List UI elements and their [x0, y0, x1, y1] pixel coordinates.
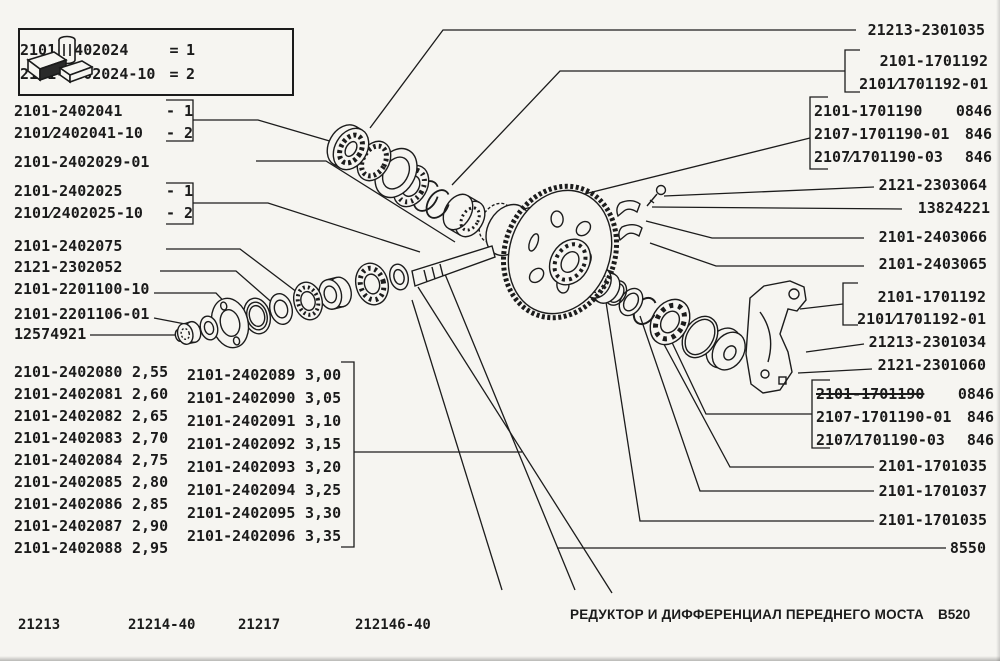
part-label: 2121-2301060	[877, 356, 986, 374]
part-label: 2121-2302052	[14, 258, 123, 276]
model-code: 21217	[238, 617, 281, 633]
page-title: РЕДУКТОР И ДИФФЕРЕНЦИАЛ ПЕРЕДНЕГО МОСТА	[570, 607, 924, 622]
part-label: 2101⁄1701192-01	[857, 310, 986, 328]
leader-lines	[90, 29, 946, 594]
bearing-cap	[326, 124, 370, 171]
part-label: 2121-2303064	[878, 176, 987, 194]
part-label: 2101⁄2402041-10- 2	[14, 124, 194, 142]
part-label: 2101-1701192	[879, 52, 988, 70]
bracket-right-2	[842, 282, 858, 326]
legend-box: 2101-2402024 = 1 2101-2402024-10 = 2	[18, 28, 294, 96]
parts-package-icon	[26, 35, 94, 84]
quantity: 2	[186, 65, 196, 83]
oil-seal	[705, 327, 746, 371]
pinion-roller-bearing-inner	[354, 262, 390, 306]
equals-sign: =	[169, 65, 179, 83]
pinion-roller-bearing-outer	[292, 281, 324, 321]
quantity: 1	[186, 41, 196, 59]
bracket-shim-table	[341, 361, 355, 548]
gasket-ring	[681, 315, 719, 359]
pinion-nut	[174, 320, 202, 345]
spring-clip-2	[618, 224, 643, 242]
part-label: 2101-2403065	[878, 255, 987, 273]
part-label: 2101-2201106-01	[14, 305, 150, 323]
drive-flange	[210, 297, 250, 349]
part-label: 2101⁄2402025-10- 2	[14, 204, 194, 222]
splined-sleeve	[442, 193, 486, 238]
part-label: 2101-1701192	[877, 288, 986, 306]
spring-clip-1	[616, 200, 641, 218]
ball-bearing	[649, 298, 691, 346]
sheet-code: B520	[938, 607, 971, 622]
model-list-column: 21214-40 21215 21216	[128, 588, 195, 661]
model-code: 21214-40	[128, 617, 196, 633]
part-label: 8550	[949, 539, 986, 557]
part-label: 2101-2402025- 1	[14, 182, 194, 200]
part-label: 2101-2402041- 1	[14, 102, 194, 120]
bearing-spacer	[318, 276, 352, 310]
part-label: 2101-2402029-01	[14, 153, 150, 171]
circlip-top	[425, 189, 451, 219]
model-list-column: 21217 212146 212146-10	[238, 588, 314, 661]
part-label: 2101-2403066	[878, 228, 987, 246]
part-label: 2101-2201100-10	[14, 280, 150, 298]
model-list-column: 21213 21214 21214-10	[18, 588, 85, 661]
flange-washer	[268, 293, 294, 325]
part-label: 2101-1701035	[878, 457, 987, 475]
drive-shaft	[411, 245, 496, 287]
flange-washer-small	[199, 315, 219, 341]
part-label: 2101-2402075	[14, 237, 123, 255]
part-label: 2101-1701037	[878, 482, 987, 500]
part-label: 21213-2301035	[867, 21, 985, 39]
stamped-bracket-plate	[745, 280, 807, 394]
part-label: 13824221	[917, 199, 990, 217]
equals-sign: =	[169, 41, 179, 59]
part-label: 21213-2301034	[868, 333, 986, 351]
pinion-washer-thin	[389, 263, 409, 291]
model-code: 212146-40	[355, 617, 431, 633]
part-label: 2101-1701035	[878, 511, 987, 529]
differential-hub-bearing	[548, 238, 592, 286]
bolt	[646, 184, 667, 207]
part-label: 12574921	[14, 325, 87, 343]
model-list-column: 212146-40 2131 21215-10	[355, 588, 431, 661]
bracket-right-1	[844, 49, 860, 93]
model-code: 21213	[18, 617, 61, 633]
part-label: 2101⁄1701192-01	[859, 75, 988, 93]
bracket-right-box-1	[809, 96, 828, 170]
